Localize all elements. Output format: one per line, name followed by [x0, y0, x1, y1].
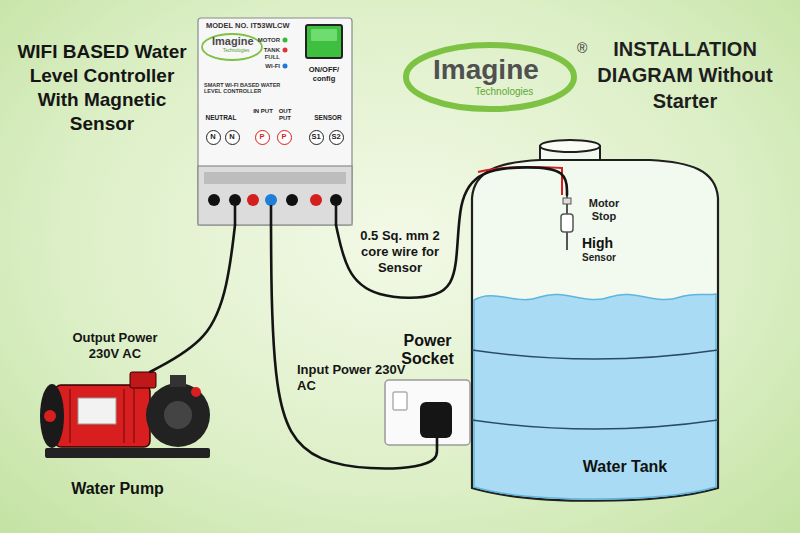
- terminal-circle: P: [255, 130, 270, 145]
- node-text: WI-FI: [254, 63, 280, 70]
- wire-label: Output Power 230V AC: [60, 330, 170, 362]
- controller-housing: [198, 18, 352, 225]
- node-text: Imagine: [433, 54, 553, 86]
- float-body: [561, 214, 573, 232]
- screw-terminal: [310, 194, 322, 206]
- node-text: Motor Stop: [578, 197, 630, 222]
- tank-body: [472, 160, 718, 501]
- logo-swoosh: [202, 34, 262, 60]
- screw-terminal: [330, 194, 342, 206]
- node-text: S2: [330, 131, 342, 143]
- node-text: Imagine: [212, 35, 260, 48]
- node-text: Water Tank: [570, 458, 680, 476]
- terminal-slot: [204, 172, 346, 184]
- status-led: [283, 48, 288, 53]
- motor-fin: [123, 389, 125, 443]
- node-text: SENSOR: [306, 114, 350, 121]
- priming-cap: [191, 387, 201, 397]
- plug-cord: [436, 438, 439, 447]
- terminal-block: [198, 166, 352, 225]
- screw-terminal: [247, 194, 259, 206]
- socket-plate: [385, 380, 470, 445]
- terminal-circle: N: [206, 130, 221, 145]
- node-text: N: [207, 131, 219, 143]
- node-text: OUT PUT: [274, 108, 296, 122]
- node-text: IN PUT: [252, 108, 274, 115]
- logo-swoosh: [406, 45, 574, 109]
- wire-label: Input Power 230V AC: [297, 362, 407, 394]
- water-tank: Water Tank Motor StopHighSensor: [468, 138, 723, 508]
- wire-stub: [270, 205, 273, 225]
- node-text: P: [278, 131, 290, 143]
- node-text: S1: [310, 131, 322, 143]
- wire-label: 0.5 Sq. mm 2 core wire for Sensor: [355, 228, 445, 276]
- motor-fin: [69, 389, 71, 443]
- terminal-circle: N: [225, 130, 240, 145]
- node-text: MODEL NO. IT53WLCW: [206, 22, 346, 31]
- node-text: Technologies: [475, 86, 555, 98]
- node-text: TANK FULL: [254, 47, 280, 61]
- tank-lid-top: [540, 140, 600, 152]
- node-text: Sensor: [582, 252, 632, 264]
- switch-rocker: [306, 25, 342, 58]
- logo-badge: ImagineTechnologies: [204, 34, 260, 62]
- float-sensor: Motor StopHighSensor: [560, 195, 652, 275]
- power-socket: Power Socket: [380, 332, 475, 447]
- terminal-box: [130, 372, 156, 388]
- status-led: [283, 64, 288, 69]
- pump-eye: [164, 401, 192, 429]
- brand-logo: ImagineTechnologies ®: [405, 40, 590, 112]
- motor-plate: [78, 398, 116, 424]
- node-text: MOTOR: [254, 37, 280, 44]
- node-text: Technologies: [223, 48, 259, 53]
- pump-base: [45, 448, 210, 458]
- power-wire: [336, 167, 567, 297]
- node-text: ON/OFF/ config: [300, 66, 348, 83]
- switch-highlight: [311, 29, 337, 41]
- terminal-circle: S2: [329, 130, 344, 145]
- water-pump: Water Pump: [20, 372, 215, 510]
- float-cap: [563, 198, 571, 204]
- node-text: N: [226, 131, 238, 143]
- status-led: [283, 38, 288, 43]
- node-text: SMART WI-FI BASED WATER LEVEL CONTROLLER: [204, 82, 288, 95]
- pump-head: [146, 383, 210, 447]
- pump-outlet: [170, 375, 186, 387]
- node-text: High: [582, 235, 632, 251]
- power-switch: ON/OFF/ config: [300, 22, 348, 85]
- terminal-circle: P: [277, 130, 292, 145]
- controller-unit: MODEL NO. IT53WLCW MOTOR TANK FULL WI-FI SMA…: [198, 18, 352, 225]
- plug-body: [420, 402, 452, 438]
- node-text: P: [256, 131, 268, 143]
- motor-fin: [133, 389, 135, 443]
- terminal-circle: S1: [309, 130, 324, 145]
- diagram-title: INSTALLATION DIAGRAM Without Starter: [585, 36, 785, 114]
- screw-terminal: [286, 194, 298, 206]
- power-wire: [150, 225, 235, 372]
- screw-terminal: [265, 194, 277, 206]
- screw-terminal: [229, 194, 241, 206]
- tank-water: [474, 294, 716, 499]
- motor-endcap: [40, 384, 64, 448]
- node-text: Water Pump: [20, 480, 215, 498]
- heading-label: WIFI BASED Water Level Controller With M…: [12, 40, 192, 136]
- screw-terminal: [208, 194, 220, 206]
- wire-stub: [335, 205, 338, 225]
- motor-badge: [44, 410, 56, 422]
- node-text: NEUTRAL: [200, 114, 242, 121]
- wire-stub: [234, 205, 237, 225]
- tank-rib: [472, 420, 718, 429]
- tank-rib: [472, 350, 718, 359]
- node-text: ®: [577, 40, 591, 56]
- socket-switch: [393, 392, 407, 410]
- pump-motor: [55, 385, 150, 447]
